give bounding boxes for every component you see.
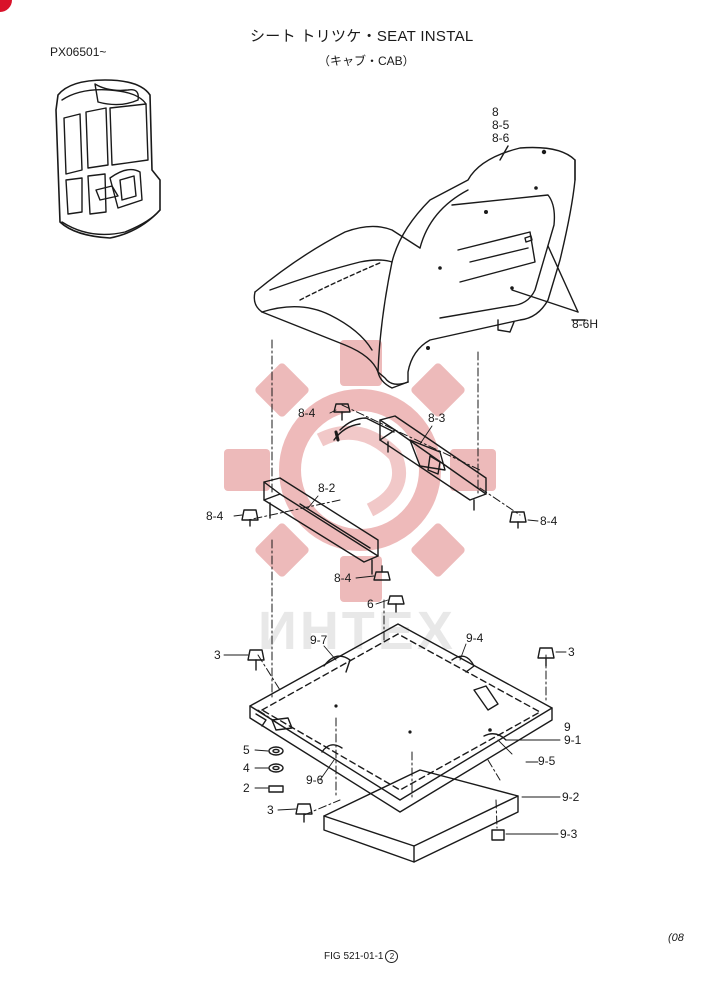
- callout-6: 6: [367, 597, 374, 611]
- callout-9: 9: [564, 720, 571, 734]
- callout-5: 5: [243, 743, 250, 757]
- page-title: シート トリツケ・SEAT INSTAL: [250, 28, 474, 45]
- mat-drawing: [323, 769, 519, 863]
- callout-9-6: 9-6: [306, 773, 324, 787]
- callout-3-right: 3: [568, 645, 575, 659]
- callout-8-4-upper: 8-4: [298, 406, 316, 420]
- callout-9-3: 9-3: [560, 827, 578, 841]
- watermark-text: ИНТЕХ: [258, 601, 456, 661]
- callout-8-6: 8-6: [492, 131, 510, 145]
- callout-8-3: 8-3: [428, 411, 446, 425]
- bolt-3-drawings: [247, 647, 555, 823]
- page-subtitle: （キャブ・CAB）: [318, 54, 415, 68]
- serial-range: PX06501~: [50, 45, 107, 59]
- callout-9-7: 9-7: [310, 633, 328, 647]
- callout-8-4-left: 8-4: [206, 509, 224, 523]
- callout-8-4-right: 8-4: [540, 514, 558, 528]
- base-plate-drawing: [249, 623, 553, 813]
- callout-2: 2: [243, 781, 250, 795]
- rail-left-drawing: [263, 477, 379, 575]
- callout-8-5: 8-5: [492, 118, 510, 132]
- callout-9-2: 9-2: [562, 790, 580, 804]
- figure-variant-badge: 2: [385, 950, 399, 963]
- seat-back-drawing: [377, 146, 576, 385]
- seat-cushion-drawing: [253, 225, 421, 389]
- cab-thumbnail: [55, 79, 161, 239]
- callout-8-2: 8-2: [318, 481, 336, 495]
- callout-8-4-lower: 8-4: [334, 571, 352, 585]
- callout-3-lower: 3: [267, 803, 274, 817]
- callout-9-4: 9-4: [466, 631, 484, 645]
- hardware-drawings: [268, 746, 284, 793]
- rail-bolt-drawings: [241, 403, 527, 581]
- figure-number: FIG 521-01-1: [324, 951, 384, 962]
- rail-right-drawing: [333, 415, 487, 511]
- callout-9-1: 9-1: [564, 733, 582, 747]
- page-code: (08: [668, 932, 684, 944]
- callout-4: 4: [243, 761, 250, 775]
- callout-3-left: 3: [214, 648, 221, 662]
- callout-8-6h: 8-6H: [572, 317, 599, 331]
- callout-9-5: 9-5: [538, 754, 556, 768]
- callout-8: 8: [492, 105, 499, 119]
- figure-label: FIG 521-01-1 2: [324, 950, 399, 963]
